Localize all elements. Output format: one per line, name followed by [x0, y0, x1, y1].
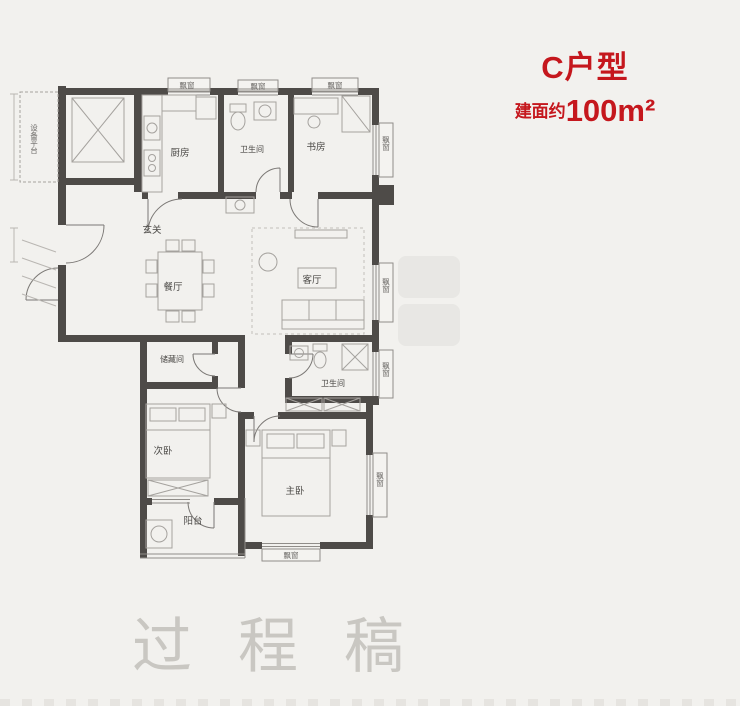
label-bedroom-2: 次卧	[153, 445, 173, 457]
area-value: 100m²	[565, 93, 656, 128]
label-balcony: 阳台	[183, 515, 202, 527]
label-bay-window-top2: 飘窗	[251, 81, 266, 91]
area-line: 建面约100m²	[492, 93, 678, 129]
master-bed	[245, 429, 347, 517]
label-bay-window-right3: 飘窗	[381, 362, 390, 379]
bottom-strip	[0, 699, 740, 706]
label-equipment-platform: 设备平台	[29, 123, 38, 156]
label-bay-window-right4: 飘窗	[375, 472, 384, 489]
label-dining: 餐厅	[163, 281, 183, 293]
label-master-bedroom: 主卧	[285, 485, 305, 497]
unit-info-block: C户型 建面约100m²	[492, 42, 678, 129]
draft-watermark: 过程稿	[132, 614, 450, 680]
label-kitchen: 厨房	[170, 147, 189, 159]
label-bay-window-right2: 飘窗	[381, 278, 390, 295]
stair-hatch	[21, 239, 57, 307]
area-prefix: 建面约	[514, 102, 566, 121]
label-bay-window-right1: 飘窗	[381, 136, 390, 153]
doors	[25, 167, 319, 529]
label-living: 客厅	[302, 274, 322, 286]
label-bathroom-2: 卫生间	[321, 378, 345, 388]
kitchen-fixtures	[141, 94, 217, 193]
bathroom2-fixtures	[289, 343, 369, 371]
label-bay-window-top3: 飘窗	[328, 80, 343, 90]
master-wardrobe	[285, 397, 361, 412]
dimension-marks	[10, 93, 18, 263]
label-storage: 储藏间	[160, 354, 184, 364]
label-bay-window-top1: 飘窗	[180, 80, 195, 90]
label-bathroom-1: 卫生间	[240, 144, 264, 154]
bathroom1-fixtures	[225, 101, 277, 214]
living-furniture	[251, 227, 365, 335]
label-bay-window-bottom: 飘窗	[284, 550, 299, 560]
unit-name: C户型	[541, 50, 629, 85]
label-foyer: 玄关	[142, 224, 162, 236]
study-furniture	[293, 95, 371, 133]
dining-table	[145, 239, 215, 323]
bedroom2-furniture	[145, 403, 227, 497]
furniture	[10, 91, 371, 549]
faint-logo-watermark	[398, 256, 460, 346]
walls	[58, 86, 394, 558]
windows	[140, 77, 394, 562]
washing-machine	[145, 519, 173, 549]
elevator-symbol	[71, 97, 125, 163]
label-study: 书房	[306, 141, 325, 153]
